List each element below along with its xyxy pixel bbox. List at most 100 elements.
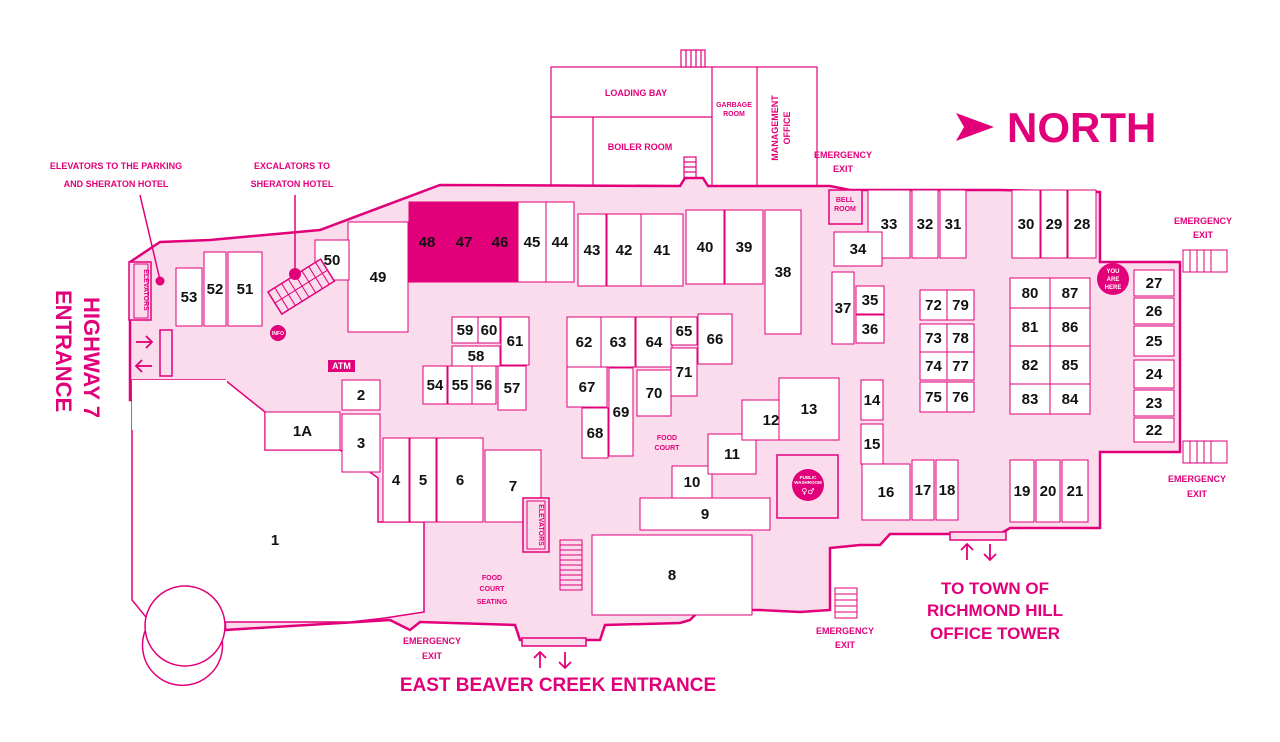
store-unit-65[interactable] [670, 316, 698, 346]
store-unit-36[interactable] [855, 314, 885, 344]
store-unit-21[interactable] [1061, 459, 1089, 523]
store-unit-13[interactable] [778, 377, 840, 441]
store-unit-70[interactable] [636, 369, 672, 417]
store-unit-10[interactable] [671, 465, 713, 499]
store-unit-58[interactable] [451, 345, 501, 367]
store-unit-77[interactable] [946, 351, 975, 381]
store-unit-40[interactable] [685, 209, 725, 285]
store-unit-label-17: 17 [915, 482, 932, 499]
store-unit-22[interactable] [1133, 417, 1175, 443]
store-unit-label-44: 44 [552, 234, 569, 251]
store-unit-60[interactable] [477, 316, 501, 344]
store-unit-label-43: 43 [584, 242, 601, 259]
store-unit-61[interactable] [500, 316, 530, 366]
store-unit-52[interactable] [203, 251, 227, 327]
store-unit-11[interactable] [707, 433, 757, 475]
store-unit-18[interactable] [935, 459, 959, 521]
store-unit-16[interactable] [861, 463, 911, 521]
store-unit-38[interactable] [764, 209, 802, 335]
elevators-callout-line [139, 194, 161, 281]
store-unit-49[interactable] [347, 221, 409, 333]
store-unit-54[interactable] [422, 365, 448, 405]
store-unit-label-76: 76 [952, 389, 969, 406]
store-unit-label-50: 50 [324, 252, 341, 269]
store-unit-79[interactable] [946, 289, 975, 321]
store-unit-4[interactable] [382, 437, 410, 523]
store-unit-1A[interactable] [264, 411, 341, 451]
store-unit-86[interactable] [1049, 307, 1091, 347]
store-unit-43[interactable] [577, 213, 607, 287]
store-unit-label-56: 56 [476, 377, 493, 394]
entrance-arrows-east [533, 650, 572, 670]
store-unit-41[interactable] [640, 213, 684, 287]
store-unit-14[interactable] [860, 379, 884, 421]
east-beaver-door [521, 637, 587, 647]
store-unit-17[interactable] [911, 459, 935, 521]
store-unit-66[interactable] [697, 313, 733, 365]
store-unit-5[interactable] [409, 437, 437, 523]
store-unit-label-69: 69 [613, 404, 630, 421]
food-court-seating-label-2: COURT [480, 586, 506, 593]
town-label-2: RICHMOND HILL [927, 601, 1063, 620]
store-unit-85[interactable] [1049, 345, 1091, 385]
store-unit-31[interactable] [939, 189, 967, 259]
store-unit-57[interactable] [497, 365, 527, 411]
store-unit-label-32: 32 [917, 216, 934, 233]
store-unit-26[interactable] [1133, 297, 1175, 325]
store-unit-29[interactable] [1040, 189, 1068, 259]
store-unit-62[interactable] [566, 316, 602, 368]
store-unit-53[interactable] [175, 267, 203, 327]
store-unit-78[interactable] [946, 323, 975, 353]
store-unit-48[interactable] [408, 201, 446, 283]
store-unit-label-1: 1 [271, 532, 279, 549]
store-unit-87[interactable] [1049, 277, 1091, 309]
store-unit-84[interactable] [1049, 383, 1091, 415]
store-unit-27[interactable] [1133, 269, 1175, 297]
store-unit-24[interactable] [1133, 359, 1175, 389]
store-unit-72[interactable] [919, 289, 948, 321]
emergency-exit-label-2: EXIT [422, 651, 443, 661]
store-unit-73[interactable] [919, 323, 948, 353]
store-unit-23[interactable] [1133, 389, 1175, 417]
store-unit-68[interactable] [581, 407, 609, 459]
store-unit-19[interactable] [1009, 459, 1035, 523]
store-unit-42[interactable] [606, 213, 642, 287]
store-unit-75[interactable] [919, 381, 948, 413]
store-unit-63[interactable] [600, 316, 636, 368]
store-unit-34[interactable] [833, 231, 883, 267]
store-unit-76[interactable] [946, 381, 975, 413]
store-unit-25[interactable] [1133, 325, 1175, 357]
store-unit-44[interactable] [545, 201, 575, 283]
unit-1-round [144, 585, 226, 667]
store-unit-51[interactable] [227, 251, 263, 327]
garbage-room-label: GARBAGE [716, 102, 752, 109]
store-unit-20[interactable] [1035, 459, 1061, 523]
store-unit-9[interactable] [639, 497, 771, 531]
entrance-arrows-highway [134, 335, 154, 373]
store-unit-35[interactable] [855, 285, 885, 315]
store-unit-8[interactable] [591, 534, 753, 616]
store-unit-67[interactable] [566, 366, 608, 408]
store-unit-6[interactable] [436, 437, 484, 523]
store-unit-46[interactable] [482, 201, 518, 283]
store-unit-83[interactable] [1009, 383, 1051, 415]
service-block [550, 49, 818, 187]
store-unit-71[interactable] [670, 347, 698, 397]
store-unit-label-68: 68 [587, 425, 604, 442]
store-unit-28[interactable] [1067, 189, 1097, 259]
store-unit-39[interactable] [724, 209, 764, 285]
store-unit-30[interactable] [1011, 189, 1041, 259]
store-unit-32[interactable] [911, 189, 939, 259]
store-unit-2[interactable] [341, 379, 381, 411]
store-unit-label-78: 78 [952, 330, 969, 347]
store-unit-47[interactable] [445, 201, 483, 283]
store-unit-3[interactable] [341, 413, 381, 473]
store-unit-69[interactable] [608, 367, 634, 457]
store-unit-37[interactable] [831, 271, 855, 345]
store-unit-label-46: 46 [492, 234, 509, 251]
store-unit-82[interactable] [1009, 345, 1051, 385]
store-unit-label-59: 59 [457, 322, 474, 339]
store-unit-label-65: 65 [676, 323, 693, 340]
store-unit-59[interactable] [451, 316, 479, 344]
store-unit-45[interactable] [517, 201, 547, 283]
